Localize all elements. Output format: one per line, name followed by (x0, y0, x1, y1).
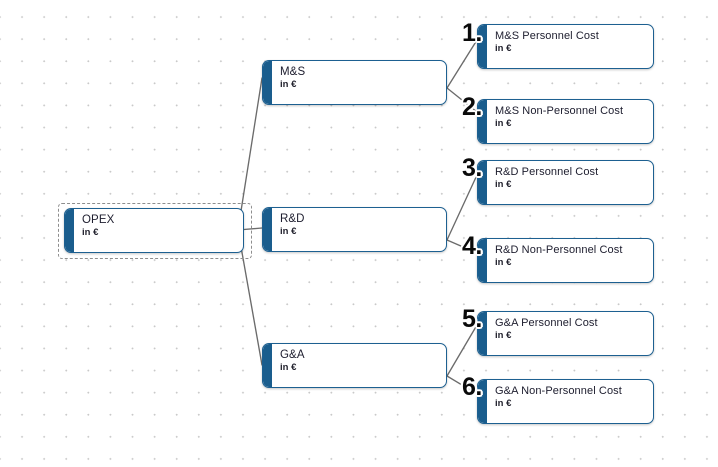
node-title: R&D Personnel Cost (495, 166, 599, 178)
node-ga[interactable]: G&A in € (262, 343, 447, 388)
node-accent-bar (478, 239, 487, 282)
node-rd-non-personnel[interactable]: R&D Non-Personnel Cost in € (477, 238, 654, 283)
node-opex[interactable]: OPEX in € (64, 208, 244, 253)
node-accent-bar (263, 208, 272, 251)
node-accent-bar (478, 100, 487, 143)
node-unit: in € (280, 362, 297, 373)
leaf-index-badge-5: 5. (462, 305, 482, 333)
node-ga-personnel[interactable]: G&A Personnel Cost in € (477, 311, 654, 356)
node-accent-bar (263, 344, 272, 387)
node-title: R&D Non-Personnel Cost (495, 244, 623, 256)
edge-ms-leaf1 (446, 39, 478, 89)
node-ms[interactable]: M&S in € (262, 60, 447, 105)
node-accent-bar (478, 312, 487, 355)
node-unit: in € (495, 43, 512, 54)
leaf-index-badge-6: 6. (462, 373, 482, 401)
node-accent-bar (65, 209, 74, 252)
node-unit: in € (495, 398, 512, 409)
node-title: M&S Personnel Cost (495, 30, 599, 42)
edge-opex-ms (237, 77, 263, 231)
node-ms-non-personnel[interactable]: M&S Non-Personnel Cost in € (477, 99, 654, 144)
node-accent-bar (478, 161, 487, 204)
leaf-index-badge-2: 2. (462, 93, 482, 121)
node-title: R&D (280, 213, 305, 225)
edge-rd-leaf3 (446, 174, 478, 241)
node-unit: in € (82, 227, 99, 238)
leaf-index-badge-4: 4. (462, 232, 482, 260)
node-accent-bar (478, 25, 487, 68)
node-ga-non-personnel[interactable]: G&A Non-Personnel Cost in € (477, 379, 654, 424)
node-title: G&A Non-Personnel Cost (495, 385, 622, 397)
leaf-index-badge-3: 3. (462, 154, 482, 182)
node-unit: in € (280, 226, 297, 237)
node-title: OPEX (82, 214, 115, 226)
node-title: M&S Non-Personnel Cost (495, 105, 624, 117)
node-title: M&S (280, 66, 306, 78)
node-unit: in € (495, 179, 512, 190)
leaf-index-badge-1: 1. (462, 19, 482, 47)
node-accent-bar (263, 61, 272, 104)
node-title: G&A Personnel Cost (495, 317, 598, 329)
node-unit: in € (495, 257, 512, 268)
node-rd[interactable]: R&D in € (262, 207, 447, 252)
node-title: G&A (280, 349, 305, 361)
node-ms-personnel[interactable]: M&S Personnel Cost in € (477, 24, 654, 69)
node-unit: in € (280, 79, 297, 90)
node-accent-bar (478, 380, 487, 423)
node-unit: in € (495, 118, 512, 129)
node-rd-personnel[interactable]: R&D Personnel Cost in € (477, 160, 654, 205)
node-unit: in € (495, 330, 512, 341)
